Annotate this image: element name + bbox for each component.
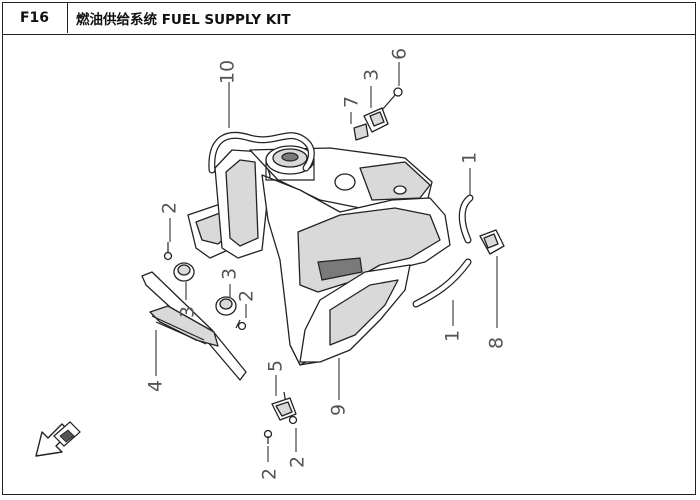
page-header: F16 燃油供给系统 FUEL SUPPLY KIT: [2, 2, 696, 35]
callout-3-mid: 3: [219, 268, 241, 280]
callout-6: 6: [389, 48, 411, 60]
callout-9: 9: [328, 404, 350, 416]
top-rubber-cushion[interactable]: [363, 107, 389, 133]
left-rubber-cushion[interactable]: [173, 262, 195, 282]
callout-2-mid: 2: [236, 290, 258, 302]
callout-10: 10: [217, 60, 239, 84]
callout-3-top: 3: [361, 69, 383, 81]
lower-rubber-cushion[interactable]: [215, 296, 237, 316]
callout-numbers: 10 6 3 7 1 2 3 3 2 8 1 4 5 9 2 2: [145, 48, 508, 480]
callout-1-top: 1: [459, 152, 481, 164]
fuel-filter[interactable]: [479, 229, 505, 255]
fuel-cock[interactable]: [271, 391, 297, 421]
fuel-tank[interactable]: [187, 145, 451, 366]
top-grommet[interactable]: [353, 123, 369, 141]
page-title: 燃油供给系统 FUEL SUPPLY KIT: [76, 11, 291, 28]
page-code: F16: [2, 2, 68, 33]
callout-7: 7: [341, 96, 363, 108]
tank-mounting-bracket[interactable]: [141, 271, 247, 381]
callout-2-bottom-right: 2: [287, 456, 309, 468]
leader-lines: [155, 62, 498, 462]
callout-8: 8: [486, 337, 508, 349]
callout-2-left: 2: [159, 202, 181, 214]
front-direction-arrow-icon: [35, 421, 81, 457]
callout-2-bottom-left: 2: [259, 468, 281, 480]
top-mount-bolt[interactable]: [381, 87, 403, 111]
fuel-cock-washer[interactable]: [288, 415, 298, 425]
callout-3-mid-left: 3: [177, 306, 199, 318]
callout-5: 5: [265, 360, 287, 372]
fuel-cock-screw[interactable]: [263, 429, 273, 445]
mid-mount-bolt[interactable]: [235, 319, 247, 331]
callout-4: 4: [145, 380, 167, 392]
callout-1-bottom: 1: [442, 330, 464, 342]
page-frame: [2, 2, 696, 495]
left-mount-bolt[interactable]: [163, 242, 173, 261]
